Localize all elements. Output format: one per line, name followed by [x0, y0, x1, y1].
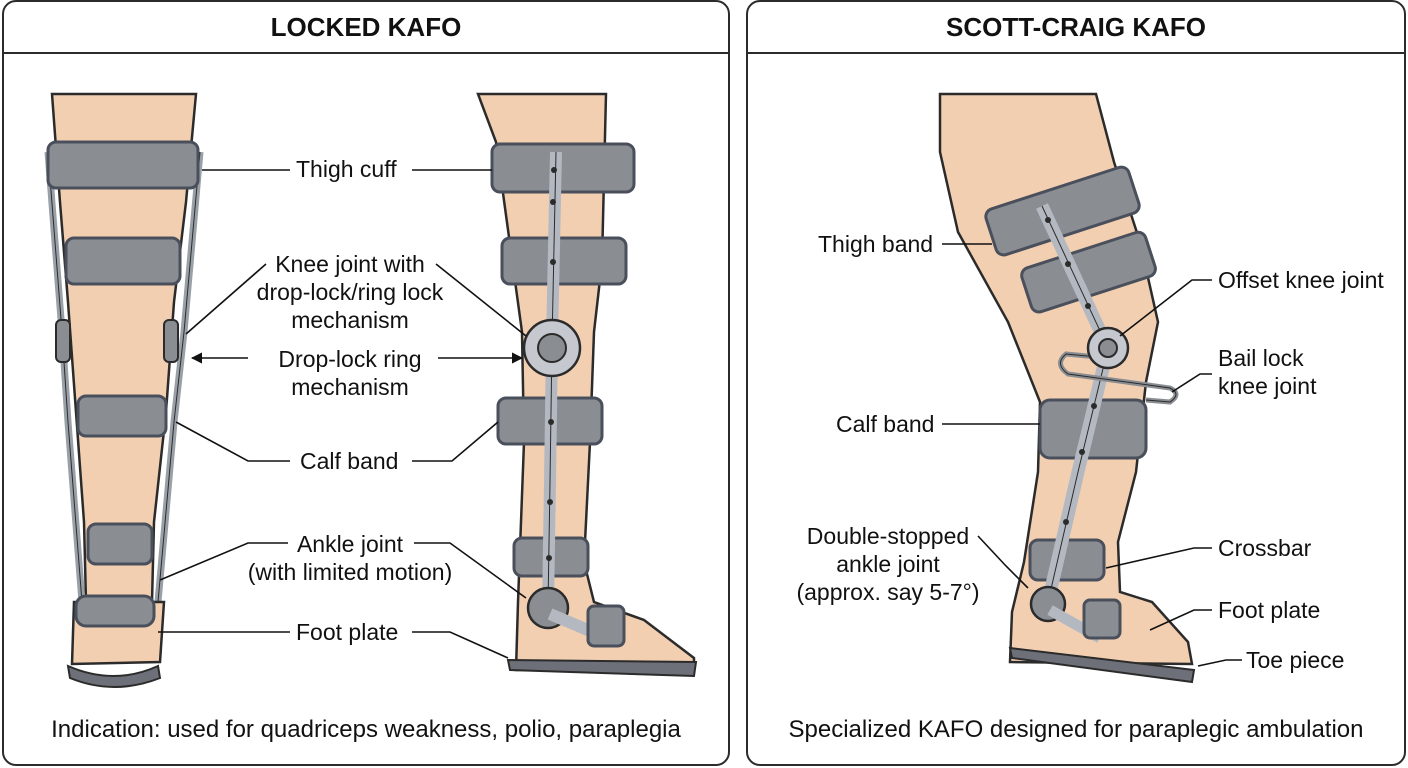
label-ankle-joint: Ankle joint (with limited motion)	[247, 531, 453, 585]
label-crossbar: Crossbar	[1218, 535, 1312, 561]
label-knee-joint: Knee joint with drop-lock/ring lock mech…	[256, 251, 444, 333]
label-calf-band: Calf band	[300, 448, 399, 474]
scott-craig-illustration	[938, 92, 1242, 684]
front-view-leg	[44, 92, 204, 688]
scott-craig-leg	[938, 92, 1196, 684]
label-double-stopped-ankle: Double-stopped ankle joint (approx. say …	[796, 523, 980, 605]
label-offset-knee-joint: Offset knee joint	[1218, 267, 1384, 293]
label-bail-lock: Bail lock knee joint	[1218, 345, 1317, 399]
label-thigh-cuff: Thigh cuff	[296, 156, 397, 182]
label-foot-plate-right: Foot plate	[1218, 597, 1321, 623]
side-view-leg	[476, 92, 698, 678]
label-thigh-band: Thigh band	[818, 231, 934, 257]
scott-craig-kafo-panel: SCOTT-CRAIG KAFO	[746, 0, 1406, 766]
panel-title-locked-kafo: LOCKED KAFO	[4, 2, 728, 54]
caption-scott-craig: Specialized KAFO designed for paraplegic…	[788, 716, 1364, 743]
left-leader-lines	[158, 169, 527, 659]
label-drop-lock-ring: Drop-lock ring mechanism	[278, 346, 422, 400]
label-calf-band-right: Calf band	[836, 411, 935, 437]
locked-kafo-illustration	[44, 92, 698, 688]
label-foot-plate: Foot plate	[296, 619, 399, 645]
caption-locked-kafo: Indication: used for quadriceps weakness…	[51, 716, 681, 743]
label-toe-piece: Toe piece	[1246, 647, 1345, 673]
locked-kafo-panel: LOCKED KAFO	[2, 0, 730, 766]
right-leader-lines	[942, 243, 1242, 667]
panel-title-scott-craig: SCOTT-CRAIG KAFO	[748, 2, 1404, 54]
